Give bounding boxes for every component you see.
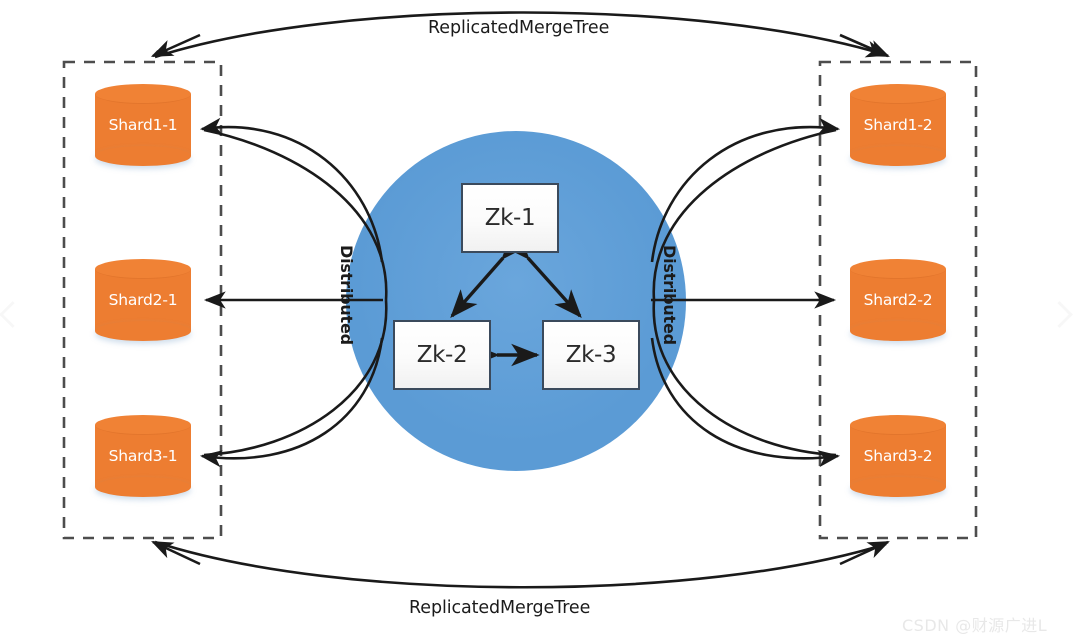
chevron-left-glyph [0, 301, 26, 328]
cylinder-bottom-ellipse [95, 321, 191, 341]
cylinder-top-ellipse [850, 84, 946, 104]
replicated-merge-tree-arc-top [154, 11, 888, 59]
chevron-right-icon[interactable] [1046, 301, 1077, 335]
shard-cylinder-shard3-1[interactable]: Shard3-1 [95, 415, 191, 497]
csdn-watermark: CSDN @财源广进L [902, 616, 1048, 635]
rmt-arc-bottom-arrow-right [839, 540, 890, 566]
cylinder-top-ellipse [850, 415, 946, 435]
shard-label: Shard3-1 [108, 447, 178, 465]
distributed-curve-left-b [203, 299, 388, 457]
cylinder-top-ellipse [95, 259, 191, 279]
distributed-link-right-shard1 [650, 117, 841, 263]
cylinder-bottom-ellipse [850, 146, 946, 166]
replicated-merge-tree-label-bottom: ReplicatedMergeTree [409, 598, 591, 618]
shard-label: Shard1-2 [863, 116, 933, 134]
shard-cylinder-shard2-1[interactable]: Shard2-1 [95, 259, 191, 341]
zookeeper-node-zk-3[interactable]: Zk-3 [542, 320, 640, 390]
cylinder-body [95, 425, 191, 487]
shard-label: Shard2-2 [863, 291, 933, 309]
distributed-curve-right-a [652, 128, 837, 301]
shard-cylinder-shard3-2[interactable]: Shard3-2 [850, 415, 946, 497]
shard-cylinder-shard2-2[interactable]: Shard2-2 [850, 259, 946, 341]
cylinder-body [95, 94, 191, 156]
shard-label: Shard1-1 [108, 116, 178, 134]
zk1-zk3-link [502, 231, 582, 319]
replicated-merge-tree-label-top: ReplicatedMergeTree [428, 18, 610, 38]
cylinder-top-ellipse [95, 84, 191, 104]
shard-cylinder-shard1-1[interactable]: Shard1-1 [95, 84, 191, 166]
rmt-arc-top-arrow-left [151, 33, 201, 58]
cylinder-top-ellipse [95, 415, 191, 435]
zk-node-label: Zk-3 [565, 342, 617, 368]
cylinder-bottom-ellipse [850, 321, 946, 341]
zookeeper-node-zk-1[interactable]: Zk-1 [461, 183, 559, 253]
distributed-curve-left-a [203, 128, 388, 301]
cylinder-body [850, 94, 946, 156]
distributed-link-left-shard1 [199, 117, 384, 263]
distributed-label-left: Distributed [337, 245, 356, 345]
shard-label: Shard2-1 [108, 291, 178, 309]
zk1-zk2-link [450, 231, 529, 319]
cylinder-bottom-ellipse [850, 477, 946, 497]
replicated-merge-tree-arc-bottom [154, 540, 887, 589]
cylinder-bottom-ellipse [95, 146, 191, 166]
cylinder-body [850, 425, 946, 487]
distributed-link-left-shard3 [199, 337, 384, 468]
zk-node-label: Zk-2 [416, 342, 468, 368]
distributed-label-right: Distributed [660, 245, 679, 345]
shard-label: Shard3-2 [863, 447, 933, 465]
zookeeper-circle [346, 131, 686, 471]
rmt-arc-bottom-arrow-left [151, 540, 201, 566]
chevron-right-glyph [1046, 301, 1073, 328]
cylinder-body [850, 269, 946, 331]
cylinder-bottom-ellipse [95, 477, 191, 497]
distributed-curve-right-b [652, 299, 837, 457]
rmt-arc-top-arrow-right [839, 33, 890, 58]
shard-cylinder-shard1-2[interactable]: Shard1-2 [850, 84, 946, 166]
zk-node-label: Zk-1 [484, 205, 536, 231]
zookeeper-node-zk-2[interactable]: Zk-2 [393, 320, 491, 390]
left-cluster-boundary [62, 60, 223, 540]
cylinder-body [95, 269, 191, 331]
cylinder-top-ellipse [850, 259, 946, 279]
chevron-left-icon[interactable] [0, 301, 33, 335]
distributed-link-right-shard3 [650, 337, 841, 468]
